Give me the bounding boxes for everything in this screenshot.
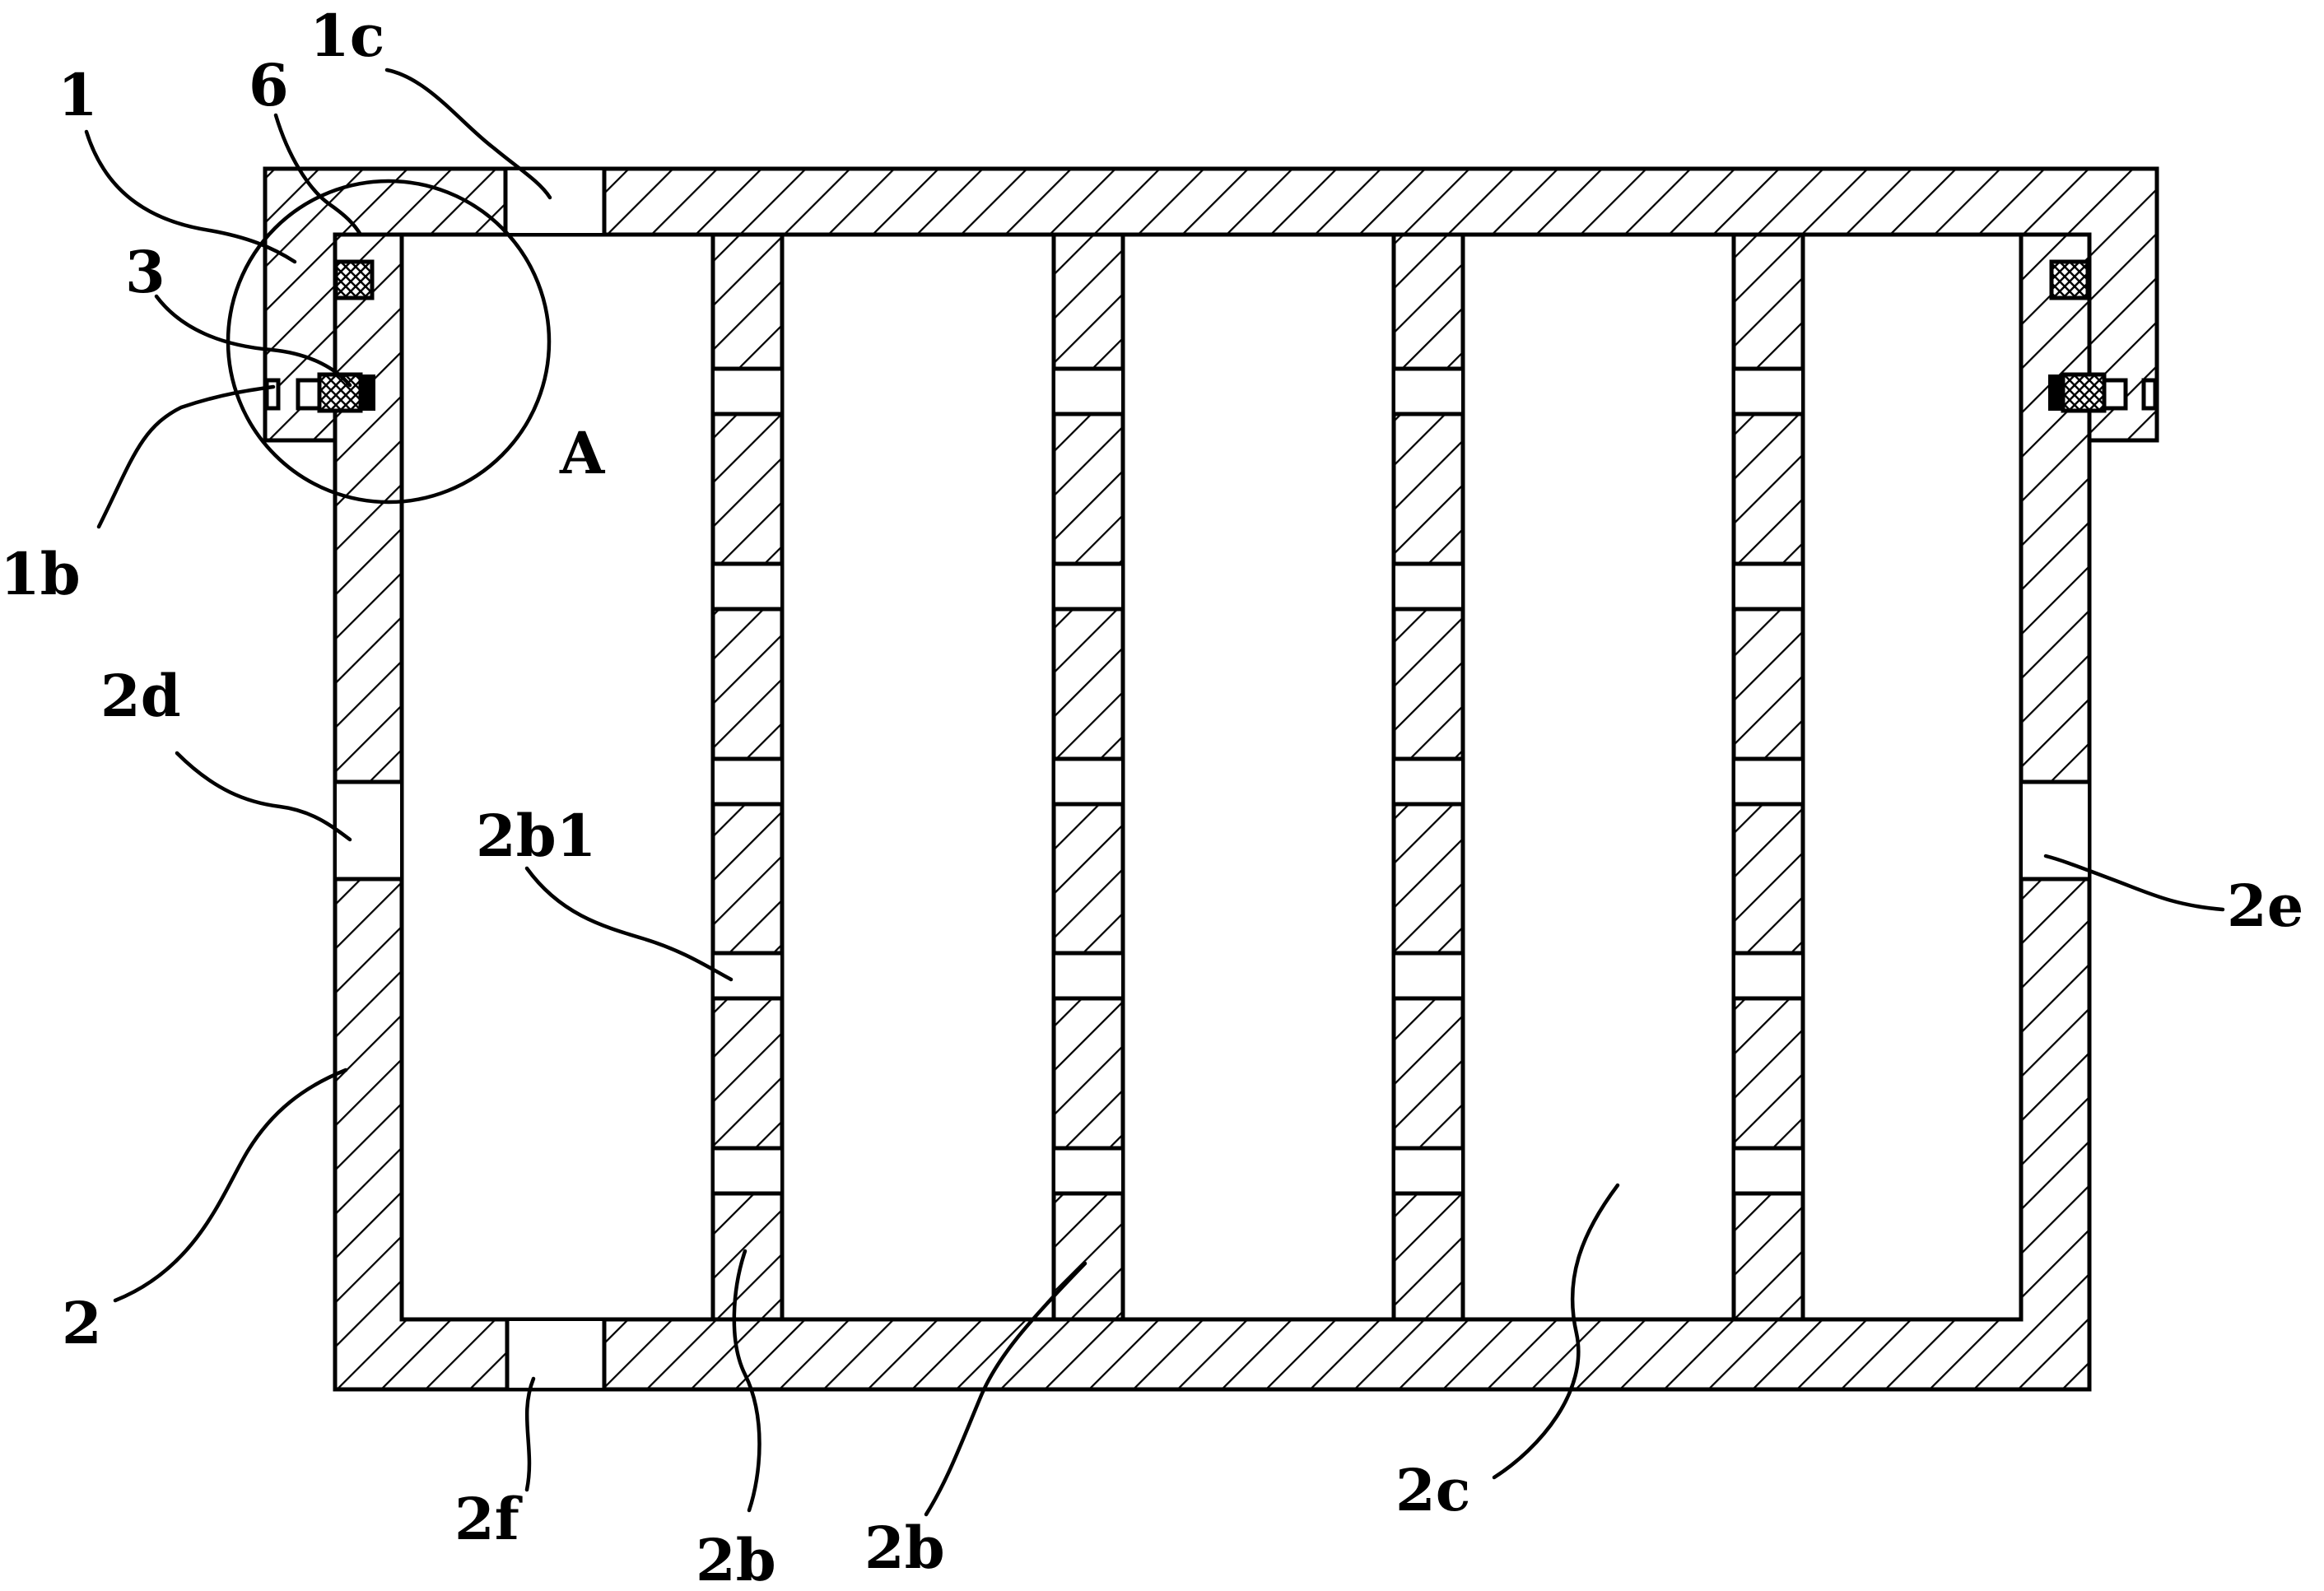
partition-hole-2b1 <box>1735 759 1801 804</box>
partition-hole-2b1 <box>1735 953 1801 998</box>
label-2d: 2d <box>100 662 181 730</box>
label-2f: 2f <box>454 1485 523 1553</box>
label-1b: 1b <box>0 540 81 608</box>
label-2b-right: 2b <box>864 1514 945 1582</box>
partition-hole-2b1 <box>715 1148 780 1193</box>
port-1c <box>505 170 604 233</box>
partition-hole-2b1 <box>1395 369 1461 414</box>
seal-3-right <box>2061 372 2107 413</box>
partition-hole-2b1 <box>1395 953 1461 998</box>
label-A: A <box>559 419 606 487</box>
label-6: 6 <box>249 51 289 119</box>
partition-hole-2b1 <box>1055 369 1121 414</box>
leader-1 <box>84 129 297 264</box>
label-2b-left: 2b <box>696 1526 776 1591</box>
seals <box>264 259 2158 413</box>
port-2d <box>337 782 400 879</box>
notch-right <box>2141 378 2158 411</box>
label-1c: 1c <box>310 2 384 70</box>
label-2b1: 2b1 <box>476 802 596 870</box>
partition-hole-2b1 <box>1395 1148 1461 1193</box>
partition-hole-2b1 <box>1055 953 1121 998</box>
label-3: 3 <box>125 238 165 306</box>
partition-hole-2b1 <box>1735 369 1801 414</box>
label-2: 2 <box>62 1289 102 1357</box>
leader-2b-left <box>732 1249 761 1513</box>
label-2c: 2c <box>1395 1456 1470 1524</box>
seal-6-left <box>333 259 375 300</box>
partition-hole-2b1 <box>1395 759 1461 804</box>
groove-1b-left <box>296 378 322 411</box>
label-1: 1 <box>58 61 98 129</box>
port-2f <box>507 1321 604 1388</box>
partition-hole-2b1 <box>1735 1148 1801 1193</box>
body-part-2 <box>333 232 2092 1392</box>
notch-left <box>264 378 281 411</box>
partition-hole-2b1 <box>715 564 780 609</box>
leader-3 <box>154 294 352 388</box>
leader-2e <box>2043 854 2225 912</box>
leader-6 <box>273 113 363 237</box>
seal-6-right <box>2049 259 2090 300</box>
partition-hole-2b1 <box>1395 564 1461 609</box>
leader-2b1 <box>524 866 734 982</box>
leader-2f <box>524 1376 536 1492</box>
partitions-2b <box>710 232 1805 1322</box>
label-2e: 2e <box>2227 872 2303 940</box>
seal-3-left <box>317 372 363 413</box>
partition-hole-2b1 <box>1055 759 1121 804</box>
groove-1b-right <box>2102 378 2128 411</box>
partition-hole-2b1 <box>1735 564 1801 609</box>
leader-2b-right <box>924 1261 1087 1517</box>
partition-hole-2b1 <box>715 759 780 804</box>
leader-lines <box>84 67 2225 1517</box>
leader-1b <box>96 384 276 529</box>
partition-hole-2b1 <box>715 369 780 414</box>
leader-2d <box>175 751 352 842</box>
port-2e <box>2023 782 2088 879</box>
leader-2c <box>1492 1183 1620 1480</box>
spring-right <box>2048 374 2063 411</box>
leader-2 <box>113 1068 348 1303</box>
partition-hole-2b1 <box>1055 564 1121 609</box>
cover-part-1 <box>263 166 2159 443</box>
partition-hole-2b1 <box>1055 1148 1121 1193</box>
spring-left <box>361 374 375 411</box>
leader-1c <box>384 67 552 200</box>
